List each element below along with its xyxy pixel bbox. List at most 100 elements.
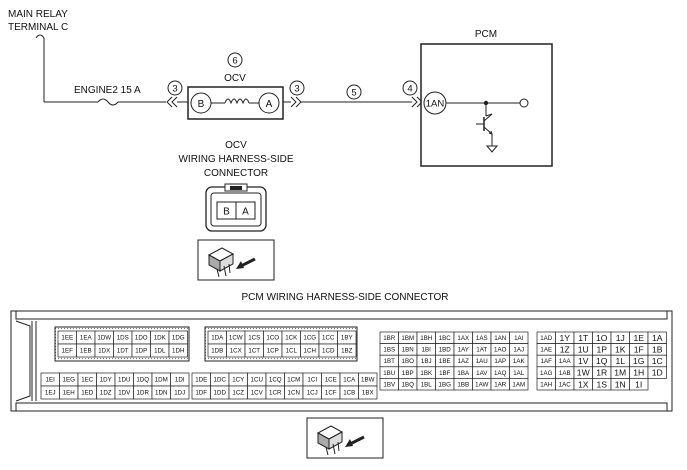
pcm-pin-label: 1BK — [420, 370, 433, 377]
transistor-lead — [485, 113, 493, 117]
pcm-pin-label: 1L — [615, 356, 625, 366]
pcm-pin-label: 1CG — [303, 335, 316, 342]
pcm-pin-label: 1CH — [304, 348, 316, 355]
coil-symbol — [224, 98, 250, 105]
pcm-pin-label: 1AS — [476, 335, 488, 342]
pcm-pin-label: 1AG — [540, 370, 553, 377]
pcm-pin-label: 1EB — [80, 348, 92, 355]
pcm-pin-label: 1BH — [420, 335, 432, 342]
pcm-pin-label: 1DH — [172, 348, 184, 355]
pcm-pin-cell — [629, 378, 649, 391]
fuse-label: ENGINE2 15 A — [74, 85, 141, 96]
pcm-pin-label: 1EG — [63, 377, 76, 384]
pcm-pin-label: 1A — [652, 333, 663, 343]
marker-left-connector-num: 3 — [172, 84, 177, 95]
ground-icon — [485, 145, 499, 153]
pcm-pin-label: 1P — [596, 345, 607, 355]
connector-title-line2: WIRING HARNESS-SIDE — [178, 154, 293, 165]
pcm-pin-label: 1EI — [46, 377, 56, 384]
connector-title-line1: OCV — [225, 140, 247, 151]
pcm-pin-label: 1Q — [596, 356, 608, 366]
pcm-pin-label: 1CB — [343, 390, 355, 397]
pcm-pin-label: 1AF — [541, 358, 553, 365]
pcm-pin-label: 1DR — [137, 390, 150, 397]
pcm-pin-label: 1CF — [325, 390, 337, 397]
pcm-pin-label: 1AM — [512, 381, 525, 388]
pcm-pin-cell — [170, 385, 190, 400]
fuse-symbol — [97, 98, 119, 106]
pcm-pin-label: 1AI — [514, 335, 524, 342]
ocv-pin-b-label: B — [198, 99, 205, 110]
connector-right-symbol — [290, 96, 302, 108]
pcm-pin-label: 1AL — [513, 370, 525, 377]
pcm-pin-cell — [358, 385, 378, 400]
pcm-pin-label: 1DW — [97, 335, 111, 342]
pcm-pin-label: 1CI — [307, 377, 317, 384]
connector-left-symbol — [166, 96, 178, 108]
pcm-pin-label: 1I — [635, 379, 642, 389]
ocv-connector-face — [205, 183, 267, 232]
pcm-pin-label: 1BT — [384, 358, 396, 365]
pcm-pin-label: 1BY — [341, 335, 353, 342]
pcm-pin-label: 1DA — [211, 335, 224, 342]
pcm-pin-label: 1CK — [285, 335, 298, 342]
pcm-pin-1an-label: 1AN — [426, 99, 445, 110]
pcm-pin-label: 1BI — [422, 347, 432, 354]
pcm-pin-label: 1CS — [248, 335, 260, 342]
pcm-pin-label: 1CV — [251, 390, 264, 397]
ocv-label: OCV — [224, 73, 246, 84]
pcm-pin-label: 1EF — [62, 348, 74, 355]
pcm-pin-label: 1BA — [457, 370, 470, 377]
pcm-connector-title: PCM WIRING HARNESS-SIDE CONNECTOR — [241, 292, 448, 303]
pcm-pin-label: 1AV — [476, 370, 488, 377]
pcm-terminal — [519, 98, 529, 108]
pcm-pin-label: 1CD — [322, 348, 335, 355]
transistor-emitter — [483, 126, 493, 135]
pcm-pin-label: 1AO — [494, 347, 507, 354]
pcm-pin-label: 1CR — [269, 390, 282, 397]
pcm-pin-label: 1AJ — [513, 347, 524, 354]
marker-pcm-connector — [402, 80, 418, 96]
pcm-pin-label: 1BO — [402, 358, 415, 365]
main-relay-label-line1: MAIN RELAY — [8, 9, 68, 20]
pcm-pin-label: 1DC — [214, 377, 227, 384]
pcm-pin-label: 1AN — [494, 335, 506, 342]
pcm-pin-label: 1CQ — [269, 377, 282, 384]
pcm-pin-label: 1DB — [211, 348, 223, 355]
pcm-pin-label: 1EA — [80, 335, 93, 342]
pcm-pin-label: 1CE — [325, 377, 337, 384]
pcm-pin-label: 1DJ — [174, 390, 185, 397]
pcm-pin-label: 1BN — [402, 347, 414, 354]
pcm-pin-label: 1CZ — [232, 390, 244, 397]
pcm-pin-label: 1DT — [117, 348, 129, 355]
pcm-pin-label: 1DY — [100, 377, 112, 384]
pcm-pin-label: 1AQ — [494, 370, 507, 377]
pcm-pin-label: 1AP — [494, 358, 506, 365]
pcm-pin-label: 1CL — [286, 348, 298, 355]
connector-pin-a: A — [242, 207, 249, 218]
pcm-pin-label: 1H — [633, 368, 644, 378]
pcm-pin-label: 1BW — [361, 377, 375, 384]
pcm-pin-label: 1AE — [540, 347, 552, 354]
pcm-pin-label: 1CX — [230, 348, 242, 355]
pcm-pin-label: 1BG — [439, 381, 452, 388]
pcm-pin-label: 1DM — [155, 377, 168, 384]
pcm-pin-label: 1DX — [98, 348, 110, 355]
pcm-pin-label: 1EJ — [45, 390, 56, 397]
pcm-pin-label: 1DZ — [100, 390, 112, 397]
pcm-pin-label: 1E — [633, 333, 644, 343]
pcm-pin-label: 1N — [615, 379, 626, 389]
pcm-pin-label: 1DU — [118, 377, 130, 384]
marker-right-connector-num: 3 — [294, 84, 299, 95]
pcm-pin-label: 1J — [616, 333, 625, 343]
pcm-pin-cell — [337, 343, 357, 358]
marker-ocv-num: 6 — [232, 56, 237, 67]
pcm-pin-label: 1BS — [383, 347, 395, 354]
connector-pin-b: B — [223, 207, 230, 218]
pcm-pin-label: 1EH — [63, 390, 75, 397]
pcm-pin-label: 1DO — [135, 335, 148, 342]
marker-right-connector — [289, 80, 305, 96]
pcm-pin-label: 1EC — [81, 377, 94, 384]
pcm-pin-label: 1BJ — [421, 358, 432, 365]
pcm-pin-label: 1K — [615, 345, 626, 355]
